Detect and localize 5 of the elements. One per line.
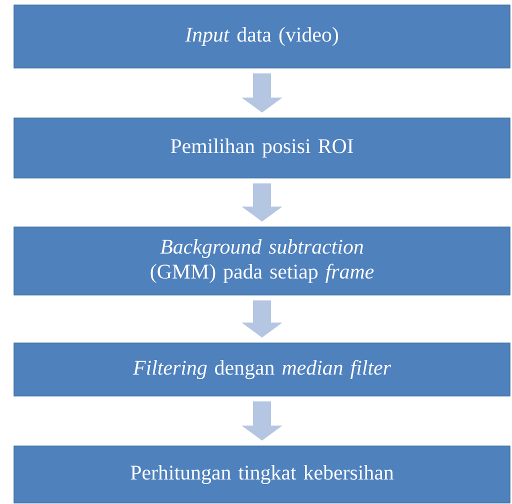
process-box: Input data (video) <box>14 4 510 68</box>
process-box: Pemilihan posisi ROI <box>14 118 510 178</box>
process-box: Perhitungan tingkat kebersihan <box>14 446 510 504</box>
process-box: Background subtraction (GMM) pada setiap frame <box>14 226 510 296</box>
process-box: Filtering dengan median filter <box>14 342 510 396</box>
